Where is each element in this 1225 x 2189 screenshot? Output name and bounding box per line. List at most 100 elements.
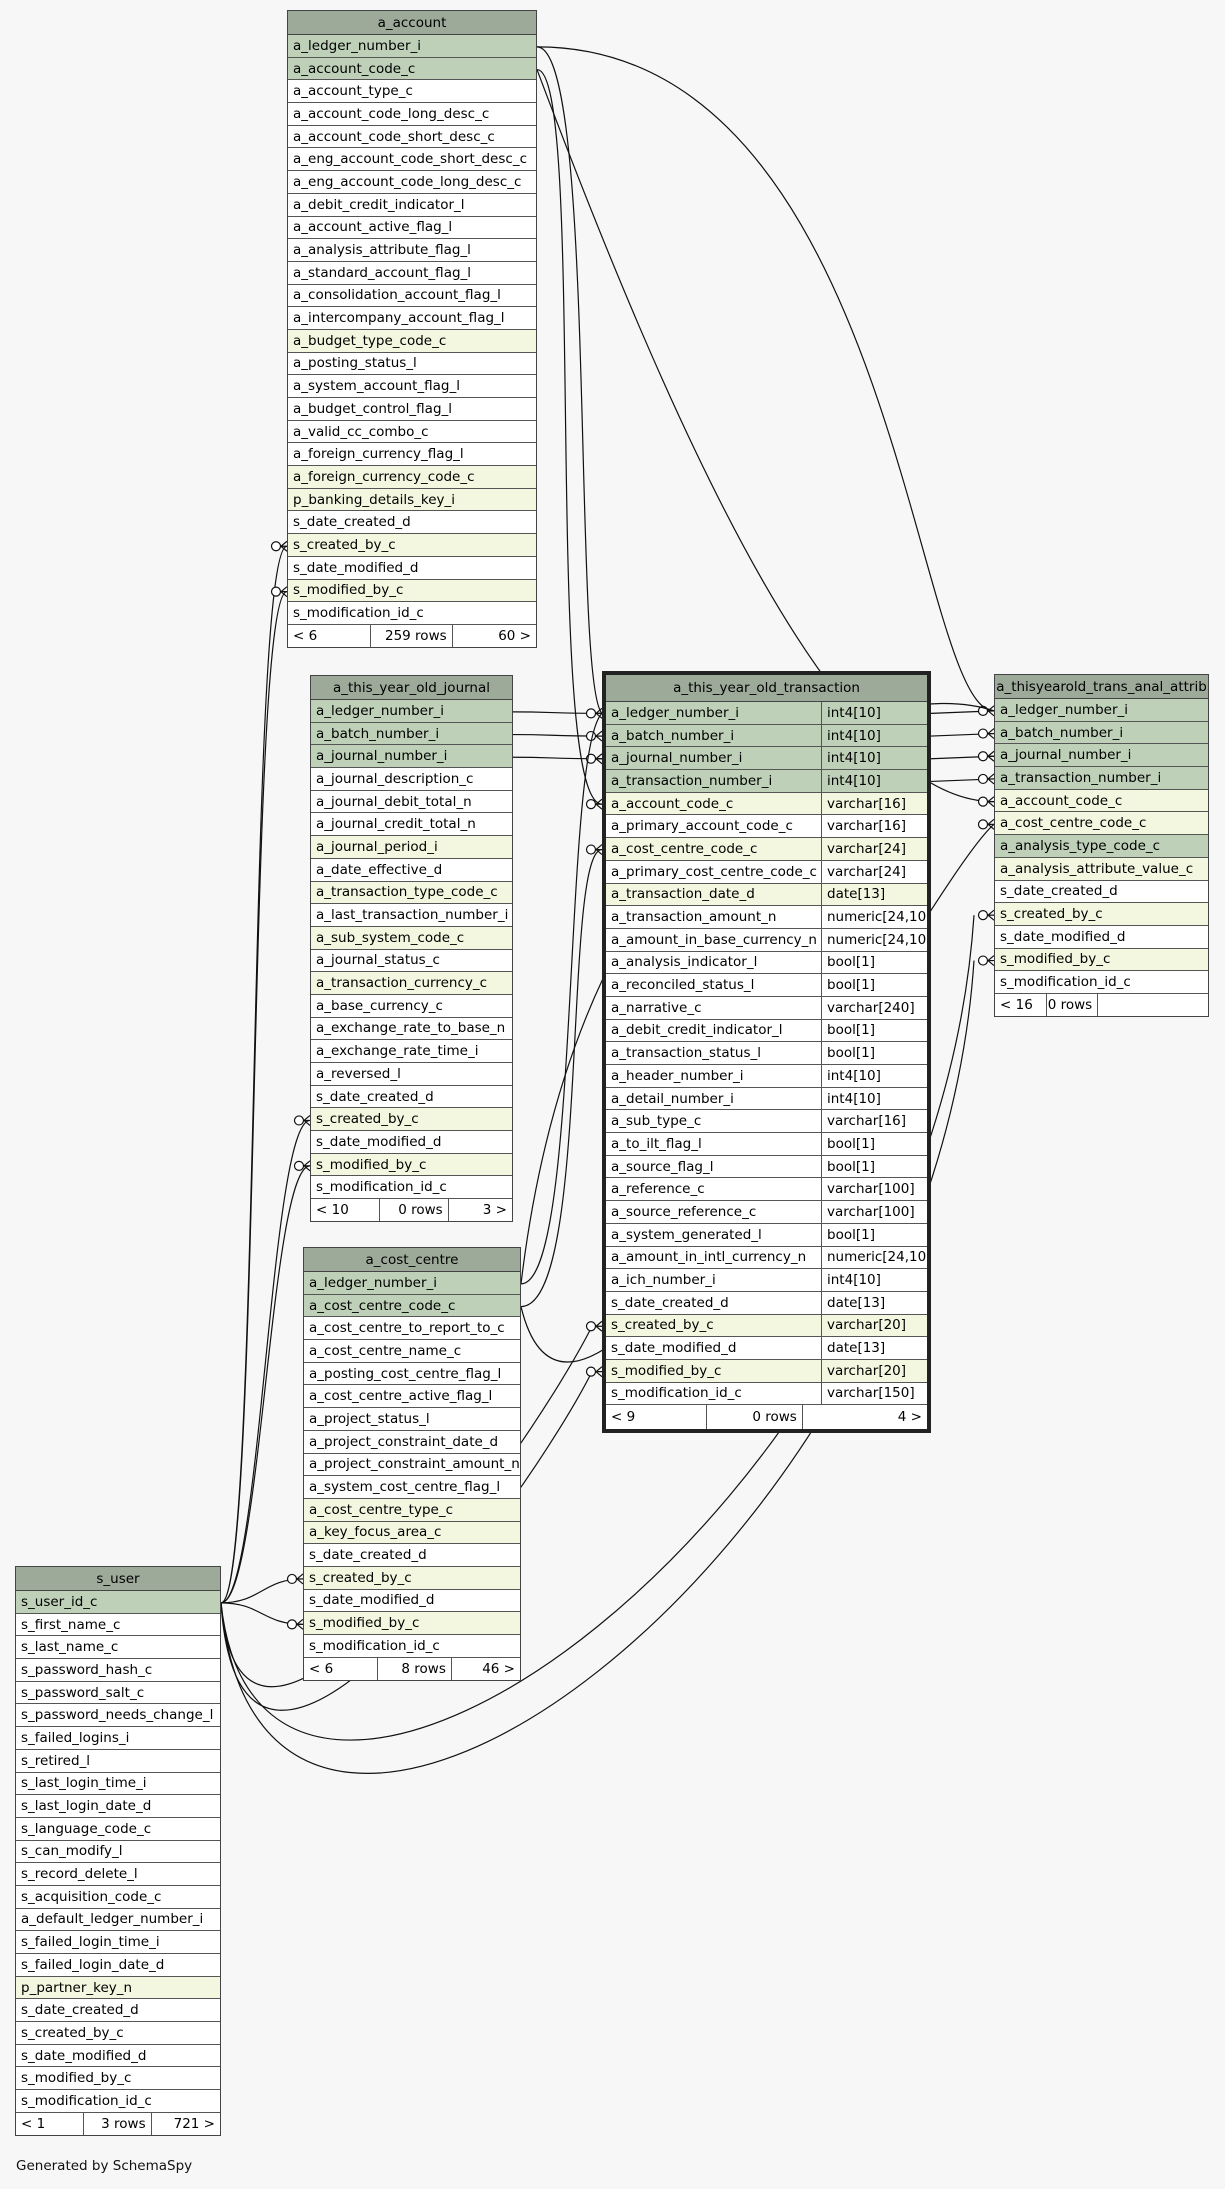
column-row[interactable]: s_failed_logins_i (16, 1727, 220, 1750)
column-row[interactable]: a_key_focus_area_c (304, 1521, 520, 1545)
column-row[interactable]: s_modification_id_c (288, 602, 536, 625)
column-row[interactable]: a_journal_credit_total_n (311, 813, 512, 837)
column-row[interactable]: a_cost_centre_code_c (304, 1294, 520, 1318)
column-row[interactable]: a_account_code_long_desc_c (288, 103, 536, 126)
column-row[interactable]: a_ledger_number_i (311, 700, 512, 723)
column-row[interactable]: a_eng_account_code_short_desc_c (288, 148, 536, 172)
column-row[interactable]: s_password_hash_c (16, 1659, 220, 1682)
column-row[interactable]: s_created_by_c (288, 534, 536, 557)
column-row[interactable]: s_date_modified_d (304, 1590, 520, 1613)
column-row[interactable]: a_account_active_flag_l (288, 217, 536, 240)
parents-count[interactable]: < 10 (316, 1202, 349, 1219)
column-row[interactable]: s_modified_by_c (304, 1612, 520, 1635)
column-row[interactable]: s_date_created_d (16, 1999, 220, 2023)
column-row[interactable]: a_cost_centre_type_c (304, 1498, 520, 1522)
column-row[interactable]: s_date_modified_d (288, 557, 536, 580)
column-row[interactable]: a_budget_type_code_c (288, 329, 536, 353)
column-row[interactable]: a_system_cost_centre_flag_l (304, 1476, 520, 1499)
column-row[interactable]: s_first_name_c (16, 1614, 220, 1637)
column-row[interactable]: s_modified_by_c (995, 948, 1208, 972)
column-row[interactable]: s_created_by_c (304, 1566, 520, 1590)
column-row[interactable]: a_default_ledger_number_i (16, 1909, 220, 1932)
column-row[interactable]: s_created_by_c (995, 903, 1208, 926)
column-row[interactable]: a_account_code_short_desc_c (288, 126, 536, 149)
column-row[interactable]: a_ledger_number_i (288, 35, 536, 58)
column-row[interactable]: a_intercompany_account_flag_l (288, 307, 536, 330)
table-title[interactable]: a_thisyearold_trans_anal_attrib (995, 675, 1208, 699)
column-row[interactable]: a_valid_cc_combo_c (288, 421, 536, 444)
column-row[interactable]: p_partner_key_n (16, 1976, 220, 2000)
column-row[interactable]: a_standard_account_flag_l (288, 262, 536, 285)
column-row[interactable]: a_project_constraint_amount_n (304, 1454, 520, 1477)
column-row[interactable]: s_password_needs_change_l (16, 1704, 220, 1728)
column-row[interactable]: s_date_modified_d (311, 1131, 512, 1154)
column-row[interactable]: a_project_constraint_date_d (304, 1431, 520, 1454)
column-row[interactable]: s_failed_login_time_i (16, 1931, 220, 1954)
column-row[interactable]: a_cost_centre_code_c (995, 812, 1208, 836)
column-row[interactable]: s_modified_by_c (288, 579, 536, 603)
column-row[interactable]: a_budget_control_flag_l (288, 398, 536, 421)
column-row[interactable]: a_foreign_currency_code_c (288, 466, 536, 489)
column-row[interactable]: s_date_created_d (288, 511, 536, 535)
column-row[interactable]: s_password_salt_c (16, 1682, 220, 1705)
column-row[interactable]: s_created_by_c (16, 2022, 220, 2045)
column-row[interactable]: a_cost_centre_active_flag_l (304, 1385, 520, 1409)
column-row[interactable]: a_cost_centre_name_c (304, 1340, 520, 1363)
column-row[interactable]: a_journal_number_i (995, 744, 1208, 768)
column-row[interactable]: s_date_modified_d (16, 2045, 220, 2068)
column-row[interactable]: a_batch_number_i (995, 721, 1208, 745)
parents-count[interactable]: < 9 (611, 1409, 636, 1426)
parents-count[interactable]: < 6 (309, 1660, 334, 1677)
column-row[interactable]: s_created_by_c (311, 1108, 512, 1132)
column-row[interactable]: a_project_status_l (304, 1408, 520, 1431)
column-row[interactable]: s_modification_id_c (16, 2090, 220, 2113)
table-title[interactable]: a_account (288, 11, 536, 35)
column-row[interactable]: a_sub_system_code_c (311, 926, 512, 950)
column-row[interactable]: a_journal_status_c (311, 950, 512, 973)
column-row[interactable]: a_debit_credit_indicator_l (288, 194, 536, 217)
column-row[interactable]: s_language_code_c (16, 1818, 220, 1841)
column-row[interactable]: a_batch_number_i (311, 722, 512, 746)
table-title[interactable]: s_user (16, 1567, 220, 1591)
column-row[interactable]: a_foreign_currency_flag_l (288, 443, 536, 467)
column-row[interactable]: a_eng_account_code_long_desc_c (288, 171, 536, 194)
column-row[interactable]: s_date_modified_d (995, 926, 1208, 949)
column-row[interactable]: s_date_created_d (995, 881, 1208, 904)
column-row[interactable]: s_modified_by_c (16, 2067, 220, 2091)
parents-count[interactable]: < 6 (293, 627, 318, 644)
column-row[interactable]: s_record_delete_l (16, 1863, 220, 1886)
column-row[interactable]: p_banking_details_key_i (288, 488, 536, 512)
column-row[interactable]: a_cost_centre_to_report_to_c (304, 1317, 520, 1341)
column-row[interactable]: a_consolidation_account_flag_l (288, 285, 536, 308)
column-row[interactable]: s_date_created_d (311, 1086, 512, 1109)
column-row[interactable]: a_base_currency_c (311, 995, 512, 1018)
column-row[interactable]: s_modification_id_c (304, 1635, 520, 1658)
column-row[interactable]: a_ledger_number_i (304, 1272, 520, 1295)
column-row[interactable]: a_analysis_attribute_flag_l (288, 239, 536, 262)
column-row[interactable]: s_modified_by_c (311, 1153, 512, 1177)
column-row[interactable]: s_failed_login_date_d (16, 1954, 220, 1977)
